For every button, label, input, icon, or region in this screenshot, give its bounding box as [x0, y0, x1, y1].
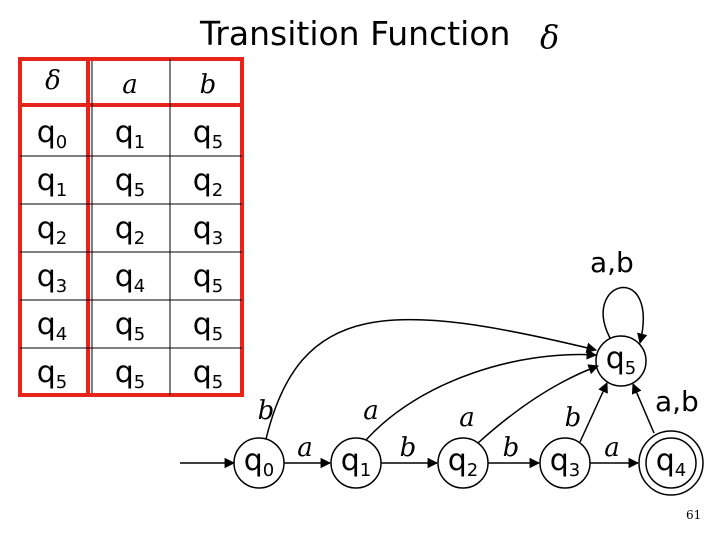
delta-symbol: δ: [540, 18, 560, 56]
table-cell-b: q2: [192, 163, 224, 201]
edge-label-q4-q5: a,b: [655, 385, 699, 418]
edge-label-q1-q5: a: [363, 396, 379, 426]
edge-q4-q5: [631, 383, 655, 434]
state-circle-q5: [595, 335, 647, 387]
table-cell-a: q5: [114, 355, 146, 393]
table-cell-state: q1: [36, 163, 68, 201]
edge-label-q3-q4: a: [604, 433, 620, 463]
table-cell-state: q4: [36, 307, 68, 345]
table-frame: [18, 57, 244, 397]
page-number: 61: [686, 508, 702, 522]
table-cell-state: q0: [36, 115, 68, 153]
table-cell-a: q5: [114, 307, 146, 345]
slide-title: Transition Function: [200, 14, 511, 53]
edge-label-q0-q5: b: [257, 396, 275, 426]
edge-q5-q5: [602, 286, 648, 345]
table-cell-b: q5: [192, 355, 224, 393]
table-cell-b: q3: [192, 211, 224, 249]
edge-label-q2-q3: b: [502, 433, 520, 463]
edge-label-q5-loop: a,b: [590, 246, 634, 279]
state-label-q0: q0: [243, 443, 275, 481]
edge-q1-q5: [365, 349, 598, 441]
transition-table: δ a b q0 q1 q5 q1 q5 q2 q2 q2 q3 q3 q4 q5 q4 q5 q5 q5 q5…: [18, 57, 244, 397]
edge-q3-q5: [579, 382, 608, 443]
state-circle-q4: [645, 437, 697, 489]
edge-q2-q5: [477, 364, 599, 444]
header-b: b: [199, 70, 217, 100]
table-grid: [18, 57, 244, 397]
edge-label-q3-q5: b: [564, 403, 582, 433]
edge-q0-q5: [265, 318, 598, 440]
state-label-q3: q3: [549, 443, 581, 481]
state-label-q5: q5: [605, 341, 637, 379]
table-cell-a: q2: [114, 211, 146, 249]
edge-label-q2-q5: a: [459, 403, 475, 433]
header-a: a: [122, 70, 138, 100]
header-delta: δ: [45, 66, 61, 96]
table-cell-a: q5: [114, 163, 146, 201]
state-label-q2: q2: [447, 443, 479, 481]
edge-label-q0-q1: a: [297, 433, 313, 463]
table-cell-a: q4: [114, 259, 146, 297]
state-label-q4: q4: [655, 443, 687, 481]
edge-label-q1-q2: b: [399, 433, 417, 463]
state-label-q1: q1: [340, 443, 372, 481]
table-cell-a: q1: [114, 115, 146, 153]
table-cell-state: q2: [36, 211, 68, 249]
table-cell-b: q5: [192, 259, 224, 297]
table-cell-b: q5: [192, 307, 224, 345]
table-cell-state: q5: [36, 355, 68, 393]
table-cell-state: q3: [36, 259, 68, 297]
table-cell-b: q5: [192, 115, 224, 153]
